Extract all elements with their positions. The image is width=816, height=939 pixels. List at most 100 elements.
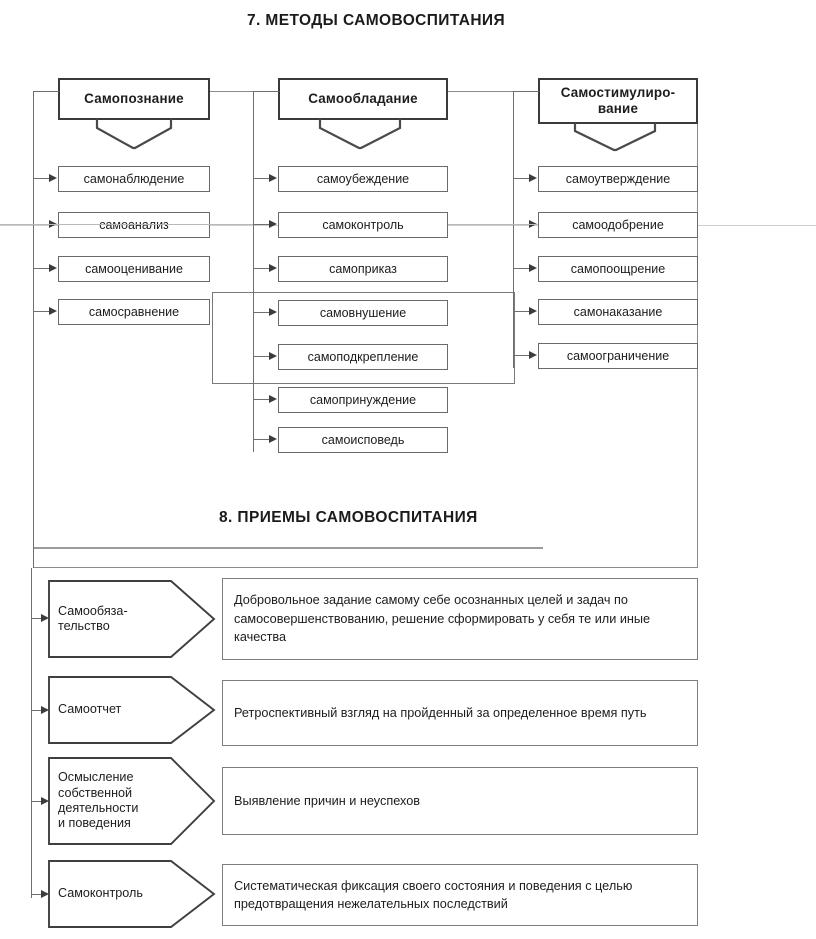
- connector-line: [31, 801, 42, 803]
- technique-label-line: Самоконтроль: [58, 886, 143, 901]
- leaf-samopooshchrenie: самопоощрение: [538, 256, 698, 282]
- chevron-down-icon: [573, 122, 659, 152]
- technique-label-line: собственной: [58, 785, 133, 800]
- leaf-samoubezhdenie: самоубеждение: [278, 166, 448, 192]
- column-1-spine-top: [33, 91, 59, 93]
- connector-line: [253, 268, 270, 270]
- arrow-icon: [529, 264, 537, 272]
- technique-label-osmyslenie: Осмысление собственной деятельности и по…: [48, 757, 216, 845]
- arrow-icon: [269, 395, 277, 403]
- cross-line: [0, 224, 253, 226]
- technique-label-line: деятельности: [58, 801, 139, 815]
- leaf-samootsenivanie: самооценивание: [58, 256, 210, 282]
- leaf-label: самоодобрение: [572, 217, 664, 232]
- column-3-spine: [513, 91, 515, 368]
- leaf-samoprikaz: самоприказ: [278, 256, 448, 282]
- leaf-label: самоприказ: [329, 261, 397, 276]
- technique-description-samokontrol: Систематическая фиксация своего состояни…: [222, 864, 698, 926]
- leaf-label: самоутверждение: [565, 171, 671, 186]
- technique-label-line: Самообяза-: [58, 603, 128, 618]
- section-8-title: 8. ПРИЕМЫ САМОВОСПИТАНИЯ: [219, 509, 478, 526]
- leaf-label: самооценивание: [85, 261, 183, 276]
- leaf-samoutverzhdenie: самоутверждение: [538, 166, 698, 192]
- leaf-samokontrol: самоконтроль: [278, 212, 448, 238]
- connector-line: [513, 355, 530, 357]
- leaf-label: самопоощрение: [570, 261, 666, 276]
- leaf-samosravnenie: самосравнение: [58, 299, 210, 325]
- connector-line: [253, 356, 270, 358]
- connector-line: [253, 312, 270, 314]
- connector-line: [31, 710, 42, 712]
- leaf-label: самонаблюдение: [83, 171, 185, 186]
- technique-description-samootchet: Ретроспективный взгляд на пройденный за …: [222, 680, 698, 746]
- arrow-icon: [41, 890, 49, 898]
- technique-description-samoobyazatelstvo: Добровольное задание самому себе осознан…: [222, 578, 698, 660]
- column-header-label: Самопознание: [84, 91, 184, 107]
- arrow-icon: [41, 614, 49, 622]
- connector-line: [33, 268, 50, 270]
- connector-line: [253, 178, 270, 180]
- leaf-label: самоубеждение: [316, 171, 410, 186]
- technique-label-line: и поведения: [58, 816, 131, 831]
- leaf-label: самосравнение: [88, 304, 180, 319]
- leaf-samoodobrenie: самоодобрение: [538, 212, 698, 238]
- technique-label-samokontrol: Самоконтроль: [48, 860, 216, 928]
- technique-description-osmyslenie: Выявление причин и неуспехов: [222, 767, 698, 835]
- arrow-icon: [269, 435, 277, 443]
- arrow-icon: [41, 797, 49, 805]
- technique-description-text: Выявление причин и неуспехов: [234, 793, 420, 808]
- arrow-icon: [269, 264, 277, 272]
- technique-label-samoobyazatelstvo: Самообяза- тельство: [48, 580, 216, 658]
- leaf-label: самонаказание: [573, 304, 663, 319]
- chevron-down-icon: [95, 118, 175, 150]
- column-header-samopoznanie: Самопознание: [58, 78, 210, 120]
- arrow-icon: [49, 307, 57, 315]
- technique-label-samootchet: Самоотчет: [48, 676, 216, 744]
- connector-line: [253, 439, 270, 441]
- connector-line: [33, 311, 50, 313]
- technique-description-text: Ретроспективный взгляд на пройденный за …: [234, 705, 647, 720]
- chevron-down-icon: [318, 118, 404, 150]
- column-header-label-line1: Самостимулиро-: [560, 85, 676, 101]
- leaf-label: самоисповедь: [321, 432, 405, 447]
- leaf-samopodkreplenie: самоподкрепление: [278, 344, 448, 370]
- column-header-samoobladanie: Самообладание: [278, 78, 448, 120]
- inner-group-frame: [212, 292, 515, 384]
- column-3-spine-top: [513, 91, 539, 93]
- leaf-label: самопринуждение: [309, 392, 417, 407]
- leaf-samonakazanie: самонаказание: [538, 299, 698, 325]
- arrow-icon: [269, 174, 277, 182]
- connector-line: [31, 618, 42, 620]
- column-2-spine: [253, 91, 255, 452]
- leaf-label: самоконтроль: [322, 217, 404, 232]
- technique-label-line: Осмысление: [58, 770, 134, 785]
- leaf-label: самовнушение: [319, 305, 407, 320]
- column-1-spine: [33, 91, 35, 568]
- connector-line: [513, 268, 530, 270]
- column-2-spine-top: [253, 91, 279, 93]
- column-header-label-line2: вание: [597, 101, 639, 116]
- connector-line: [513, 178, 530, 180]
- technique-label-line: Самоотчет: [58, 702, 122, 717]
- connector-line: [253, 224, 270, 226]
- connector-line: [31, 894, 42, 896]
- leaf-samonablyudenie: самонаблюдение: [58, 166, 210, 192]
- arrow-icon: [529, 351, 537, 359]
- arrow-icon: [529, 174, 537, 182]
- arrow-icon: [529, 307, 537, 315]
- arrow-icon: [49, 264, 57, 272]
- arrow-icon: [269, 308, 277, 316]
- arrow-icon: [269, 352, 277, 360]
- arrow-icon: [49, 174, 57, 182]
- section-7-title: 7. МЕТОДЫ САМОВОСПИТАНИЯ: [247, 12, 506, 29]
- techniques-spine: [31, 568, 33, 898]
- column-header-label: Самообладание: [308, 91, 418, 107]
- connector-line: [513, 311, 530, 313]
- leaf-samoprinuzhdenie: самопринуждение: [278, 387, 448, 413]
- technique-description-text: Систематическая фиксация своего состояни…: [234, 878, 633, 911]
- column-header-samostimulirovanie: Самостимулиро- вание: [538, 78, 698, 124]
- technique-description-text: Добровольное задание самому себе осознан…: [234, 593, 651, 645]
- connector-line: [253, 399, 270, 401]
- arrow-icon: [269, 220, 277, 228]
- connector-line: [33, 178, 50, 180]
